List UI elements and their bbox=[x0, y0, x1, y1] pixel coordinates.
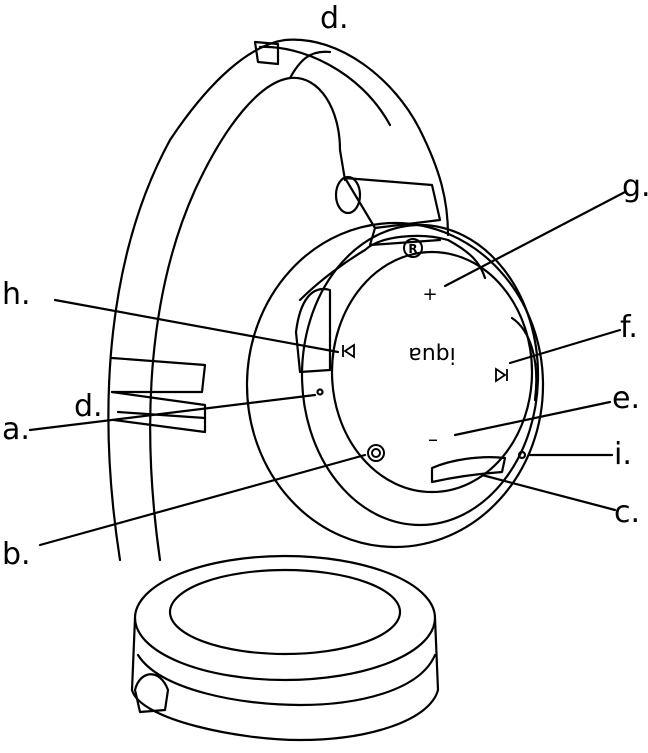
mic-hole bbox=[316, 388, 324, 396]
power-icon bbox=[367, 444, 385, 462]
leader-e bbox=[453, 400, 612, 437]
volume-up-symbol: + bbox=[422, 284, 437, 305]
leader-f bbox=[508, 328, 622, 365]
headband-mid bbox=[258, 45, 392, 127]
ear-pad-hinge bbox=[133, 673, 170, 714]
callout-d-top: d. bbox=[320, 1, 349, 36]
registered-letter: R bbox=[408, 242, 417, 256]
previous-track-icon bbox=[342, 343, 355, 359]
slider-block bbox=[343, 176, 442, 230]
headband-inner bbox=[149, 76, 347, 562]
callout-a: a. bbox=[2, 412, 30, 447]
ear-cup-rim bbox=[300, 223, 540, 527]
callout-b: b. bbox=[2, 537, 31, 572]
callout-f: f. bbox=[620, 310, 638, 345]
registered-mark: R bbox=[403, 238, 423, 258]
callout-h: h. bbox=[2, 277, 31, 312]
slide-switch bbox=[430, 456, 507, 484]
ear-pad-inner bbox=[168, 568, 402, 656]
callout-e: e. bbox=[612, 381, 640, 416]
callout-g: g. bbox=[622, 169, 648, 204]
leader-h bbox=[53, 298, 340, 354]
headband-cap bbox=[253, 40, 280, 66]
leader-a bbox=[28, 393, 317, 432]
volume-down-symbol: – bbox=[428, 427, 438, 451]
next-track-icon bbox=[495, 367, 508, 383]
leader-d-side bbox=[116, 410, 207, 420]
hinge-arm bbox=[294, 287, 332, 374]
ear-pad-outer bbox=[133, 554, 437, 682]
ear-cup-shell bbox=[245, 221, 545, 549]
leader-c bbox=[480, 473, 617, 512]
callout-d-side: d. bbox=[74, 389, 103, 424]
callout-c: c. bbox=[614, 495, 641, 530]
control-panel bbox=[330, 250, 534, 494]
pivot-knob bbox=[334, 175, 362, 215]
brand-logo: iqua bbox=[408, 342, 456, 367]
indicator-led bbox=[517, 450, 527, 460]
leader-g bbox=[443, 190, 627, 288]
leader-b bbox=[38, 453, 367, 547]
band-segment-upper bbox=[110, 356, 207, 394]
cup-holder bbox=[363, 234, 487, 280]
hinge-arm-right bbox=[510, 316, 538, 402]
callout-i: i. bbox=[614, 437, 632, 472]
headband-outer bbox=[107, 38, 450, 562]
